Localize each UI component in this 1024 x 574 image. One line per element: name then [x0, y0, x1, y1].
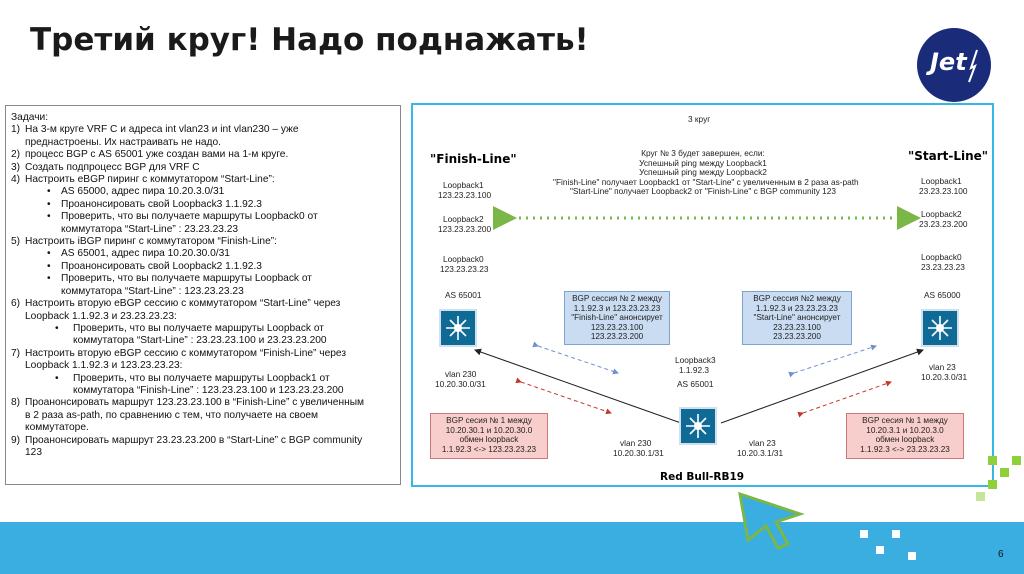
task-subitem: •Проверить, что вы получаете маршруты Lo… — [47, 273, 312, 285]
start-line-router — [921, 309, 959, 347]
task-subitem-cont: коммутатора “Finish-Line” : 123.23.23.10… — [73, 384, 344, 396]
task-item-cont: Loopback 1.1.92.3 и 123.23.23.23: — [25, 360, 183, 372]
left-vlan-ip: 10.20.30.0/31 — [435, 379, 486, 389]
task-subitem-cont: коммутатора “Start-Line” : 23.23.23.23 — [61, 223, 239, 235]
left-loopback0-ip: 123.23.23.23 — [440, 264, 489, 274]
deco-pixel — [1012, 456, 1021, 465]
logo-spark-icon — [968, 49, 978, 83]
task-item: 4)Настроить eBGP пиринг с коммутатором “… — [11, 174, 275, 186]
task-subitem: •AS 65001, адрес пира 10.20.30.0/31 — [47, 248, 230, 260]
deco-pixel — [988, 456, 997, 465]
center-vlan23-label: vlan 23 — [749, 438, 776, 448]
bgp1-left-dash — [515, 377, 612, 415]
task-item-cont: коммутаторе. — [25, 422, 89, 434]
red-bull-router — [679, 407, 717, 445]
task-item: 5)Настроить iBGP пиринг с коммутатором “… — [11, 236, 277, 248]
router-icon — [446, 316, 470, 340]
logo-text: Jet — [930, 48, 967, 76]
deco-pixel — [876, 546, 884, 554]
diagram-lines — [474, 206, 924, 424]
finish-line-router — [439, 309, 477, 347]
page-number: 6 — [998, 549, 1004, 560]
center-loopback3-ip: 1.1.92.3 — [679, 365, 709, 375]
left-loopback1-label: Loopback1 — [443, 180, 484, 190]
right-vlan-label: vlan 23 — [929, 362, 956, 372]
task-subitem: •AS 65000, адрес пира 10.20.3.0/31 — [47, 186, 225, 198]
task-subitem: •Проверить, что вы получаете маршруты Lo… — [55, 372, 330, 384]
tasks-heading: Задачи: — [11, 112, 49, 123]
right-loopback0-label: Loopback0 — [921, 252, 962, 262]
center-vlan230-ip: 10.20.30.1/31 — [613, 448, 664, 458]
task-subitem-cont: коммутатора “Start-Line” : 123.23.23.23 — [61, 285, 244, 297]
center-loopback3-label: Loopback3 — [675, 355, 716, 365]
bgp2-left-dash — [532, 341, 619, 375]
center-as-label: AS 65001 — [677, 379, 714, 389]
right-vlan-ip: 10.20.3.0/31 — [921, 372, 968, 382]
task-item: 1)На 3-м круге VRF C и адреса int vlan23… — [11, 124, 299, 136]
device-name-label: Red Bull-RB19 — [660, 471, 745, 483]
slide-title: Третий круг! Надо поднажать! — [30, 22, 589, 58]
task-item-cont: в 2 раза as-path, по сравнению с тем, чт… — [25, 409, 319, 421]
task-subitem: •Проверить, что вы получаете маршруты Lo… — [47, 211, 318, 223]
bgp2-right-dash — [788, 344, 877, 378]
right-as-label: AS 65000 — [924, 290, 961, 300]
task-subitem: •Проанонсировать свой Loopback2 1.1.92.3 — [47, 260, 262, 272]
tasks-panel: Задачи: 1)На 3-м круге VRF C и адреса in… — [5, 105, 401, 485]
task-item: 9)Проанонсировать маршрут 23.23.23.200 в… — [11, 434, 363, 446]
left-as-label: AS 65001 — [445, 290, 482, 300]
left-loopback2-ip: 123.23.23.200 — [438, 224, 492, 234]
center-vlan23-ip: 10.20.3.1/31 — [737, 448, 784, 458]
task-subitem-cont: коммутатора “Start-Line” : 23.23.23.100 … — [73, 335, 327, 347]
deco-pixel — [892, 530, 900, 538]
task-item-cont: преднастроены. Их настраивать не надо. — [25, 136, 221, 148]
deco-pixel — [908, 552, 916, 560]
finish-line-label: "Finish-Line" — [430, 152, 517, 166]
right-loopback2-ip: 23.23.23.200 — [919, 219, 968, 229]
round-conditions: Круг № 3 будет завершен, если: Успешный … — [553, 148, 859, 196]
task-item: 6)Настроить вторую eBGP сессию с коммута… — [11, 298, 341, 310]
start-line-label: "Start-Line" — [908, 149, 989, 163]
right-loopback0-ip: 23.23.23.23 — [921, 262, 965, 272]
jet-logo: Jet — [917, 28, 991, 102]
left-loopback2-label: Loopback2 — [443, 214, 484, 224]
left-loopback0-label: Loopback0 — [443, 254, 484, 264]
task-item: 2)процесс BGP с AS 65001 уже создан вами… — [11, 149, 289, 161]
task-item-cont: Loopback 1.1.92.3 и 23.23.23.23: — [25, 310, 177, 322]
right-loopback1-ip: 23.23.23.100 — [919, 186, 968, 196]
deco-pixel — [1000, 468, 1009, 477]
cursor-arrow-icon — [738, 491, 805, 550]
router-icon — [928, 316, 952, 340]
network-diagram: 3 круг "Finish-Line" "Start-Line" Круг №… — [411, 103, 994, 487]
deco-pixel — [988, 480, 997, 489]
task-subitem: •Проанонсировать свой Loopback3 1.1.92.3 — [47, 198, 262, 210]
right-loopback1-label: Loopback1 — [921, 176, 962, 186]
bottom-band — [0, 522, 1024, 574]
deco-pixel — [860, 530, 868, 538]
task-item-cont: 123 — [25, 446, 42, 458]
task-item: 3)Создать подпроцесс BGP для VRF C — [11, 161, 200, 173]
deco-pixel — [976, 492, 985, 501]
right-loopback2-label: Loopback2 — [921, 209, 962, 219]
bgp1-right-dash — [797, 380, 892, 418]
center-vlan230-label: vlan 230 — [620, 438, 652, 448]
task-item: 7)Настроить вторую eBGP сессию с коммута… — [11, 347, 347, 359]
task-subitem: •Проверить, что вы получаете маршруты Lo… — [55, 322, 324, 334]
round-label: 3 круг — [688, 114, 711, 124]
router-icon — [686, 414, 710, 438]
task-item: 8)Проанонсировать маршрут 123.23.23.100 … — [11, 397, 365, 409]
left-loopback1-ip: 123.23.23.100 — [438, 190, 492, 200]
left-vlan-label: vlan 230 — [445, 369, 477, 379]
